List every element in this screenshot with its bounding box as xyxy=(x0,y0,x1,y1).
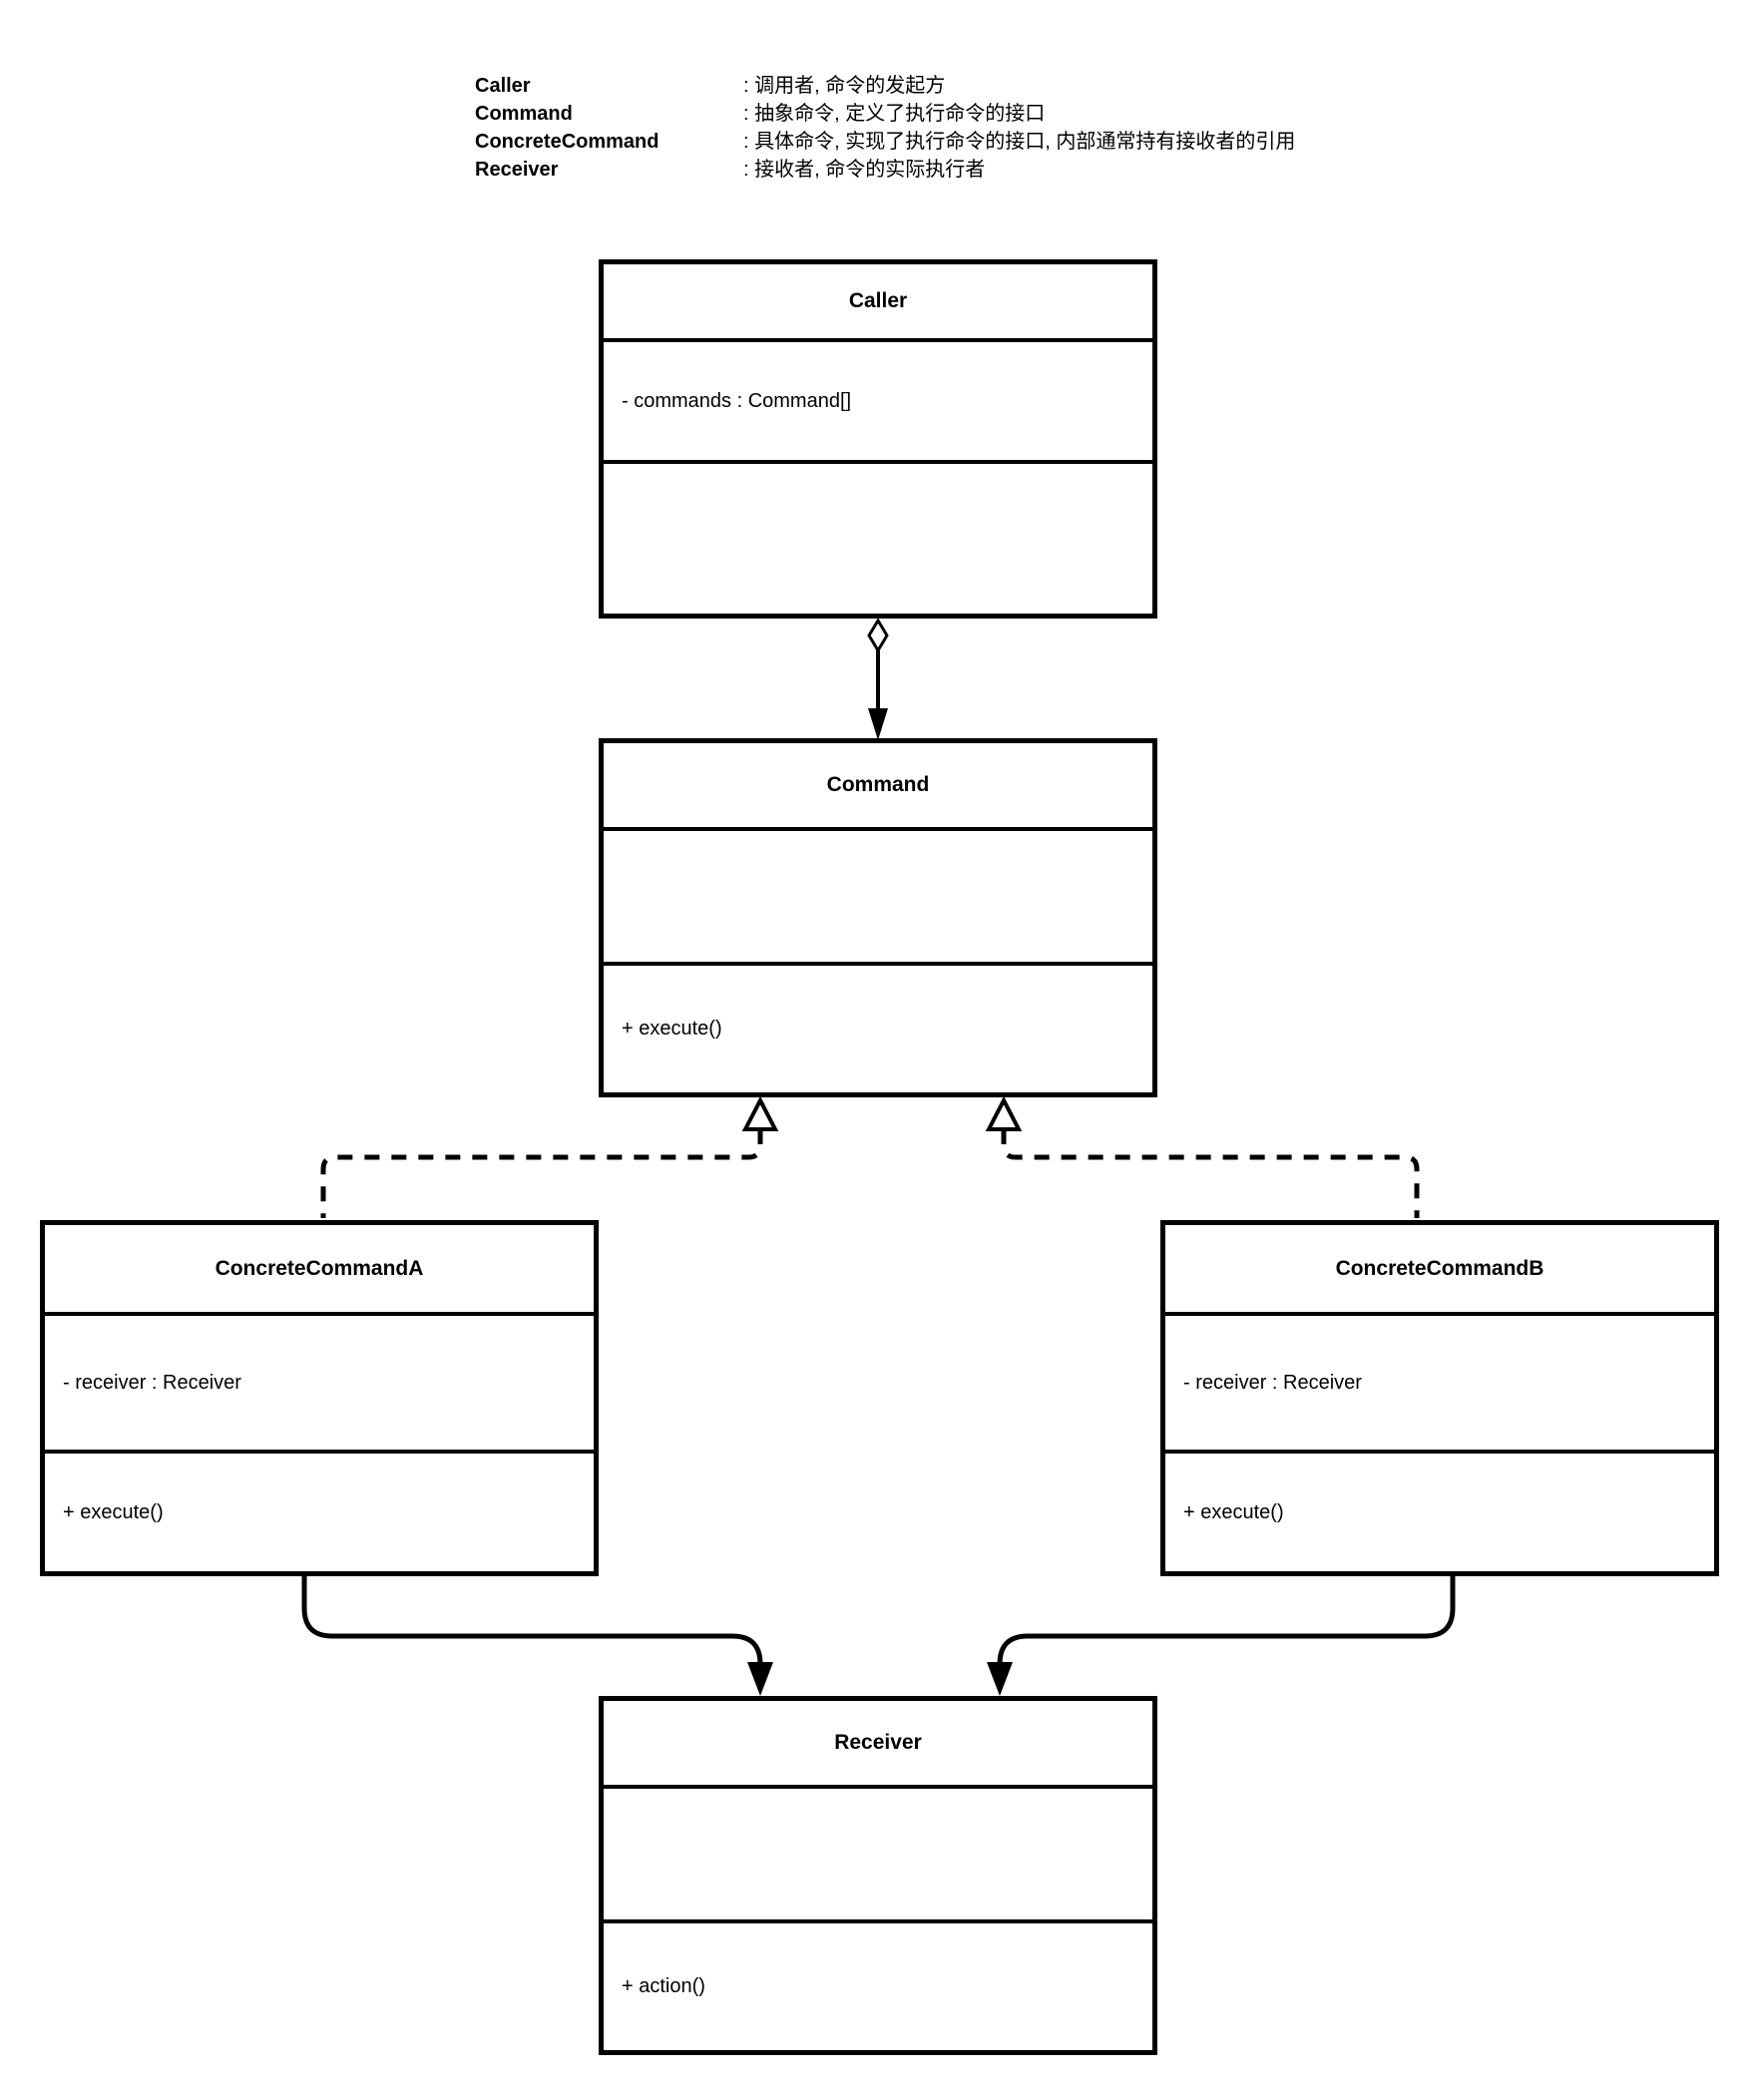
class-attributes: - receiver : Receiver xyxy=(45,1316,594,1454)
class-title: Caller xyxy=(604,264,1152,342)
association-connector-ccb-receiver xyxy=(987,1576,1456,1696)
legend-desc: : 调用者, 命令的发起方 xyxy=(743,75,946,97)
legend-desc: : 具体命令, 实现了执行命令的接口, 内部通常持有接收者的引用 xyxy=(743,131,1296,153)
legend-term: ConcreteCommand xyxy=(475,131,660,153)
class-box-receiver: Receiver + action() xyxy=(599,1696,1157,2055)
class-box-concrete-command-b: ConcreteCommandB - receiver : Receiver +… xyxy=(1160,1220,1719,1576)
operation: + execute() xyxy=(622,1018,722,1040)
legend-row-command: Command : 抽象命令, 定义了执行命令的接口 xyxy=(475,100,1295,128)
class-operations: + execute() xyxy=(1165,1454,1714,1571)
operation: + action() xyxy=(622,1975,705,1997)
legend-term: Caller xyxy=(475,75,531,97)
class-attributes: - commands : Command[] xyxy=(604,342,1152,464)
attribute: - commands : Command[] xyxy=(622,389,852,412)
operation: + execute() xyxy=(63,1500,164,1523)
legend: Caller : 调用者, 命令的发起方 Command : 抽象命令, 定义了… xyxy=(475,72,1295,184)
legend-term: Command xyxy=(475,103,573,125)
class-box-command: Command + execute() xyxy=(599,738,1157,1097)
class-box-concrete-command-a: ConcreteCommandA - receiver : Receiver +… xyxy=(40,1220,599,1576)
class-box-caller: Caller - commands : Command[] xyxy=(599,259,1157,619)
legend-desc: : 接收者, 命令的实际执行者 xyxy=(743,159,986,181)
class-attributes xyxy=(604,1789,1152,1923)
attribute: - receiver : Receiver xyxy=(63,1371,241,1394)
class-title: ConcreteCommandA xyxy=(45,1225,594,1316)
class-attributes xyxy=(604,831,1152,966)
class-operations xyxy=(604,464,1152,614)
aggregation-connector-caller-command xyxy=(867,618,889,740)
legend-row-receiver: Receiver : 接收者, 命令的实际执行者 xyxy=(475,156,1295,184)
legend-term: Receiver xyxy=(475,159,559,181)
realization-triangle-icon xyxy=(741,1095,779,1131)
class-title: ConcreteCommandB xyxy=(1165,1225,1714,1316)
class-operations: + action() xyxy=(604,1923,1152,2050)
arrowhead-icon xyxy=(747,1662,773,1696)
legend-row-concretecommand: ConcreteCommand : 具体命令, 实现了执行命令的接口, 内部通常… xyxy=(475,128,1295,156)
legend-row-caller: Caller : 调用者, 命令的发起方 xyxy=(475,72,1295,100)
arrowhead-icon xyxy=(987,1662,1013,1696)
realization-triangle-icon xyxy=(985,1095,1023,1131)
class-title: Command xyxy=(604,743,1152,831)
arrowhead-icon xyxy=(868,708,888,740)
class-operations: + execute() xyxy=(604,966,1152,1092)
operation: + execute() xyxy=(1183,1500,1284,1523)
class-attributes: - receiver : Receiver xyxy=(1165,1316,1714,1454)
aggregation-diamond-icon xyxy=(867,618,889,653)
class-operations: + execute() xyxy=(45,1454,594,1571)
association-connector-cca-receiver xyxy=(301,1576,773,1696)
attribute: - receiver : Receiver xyxy=(1183,1371,1362,1394)
realization-connector-cca-command xyxy=(320,1095,779,1218)
realization-connector-ccb-command xyxy=(985,1095,1420,1218)
legend-desc: : 抽象命令, 定义了执行命令的接口 xyxy=(743,103,1046,125)
class-title: Receiver xyxy=(604,1701,1152,1789)
